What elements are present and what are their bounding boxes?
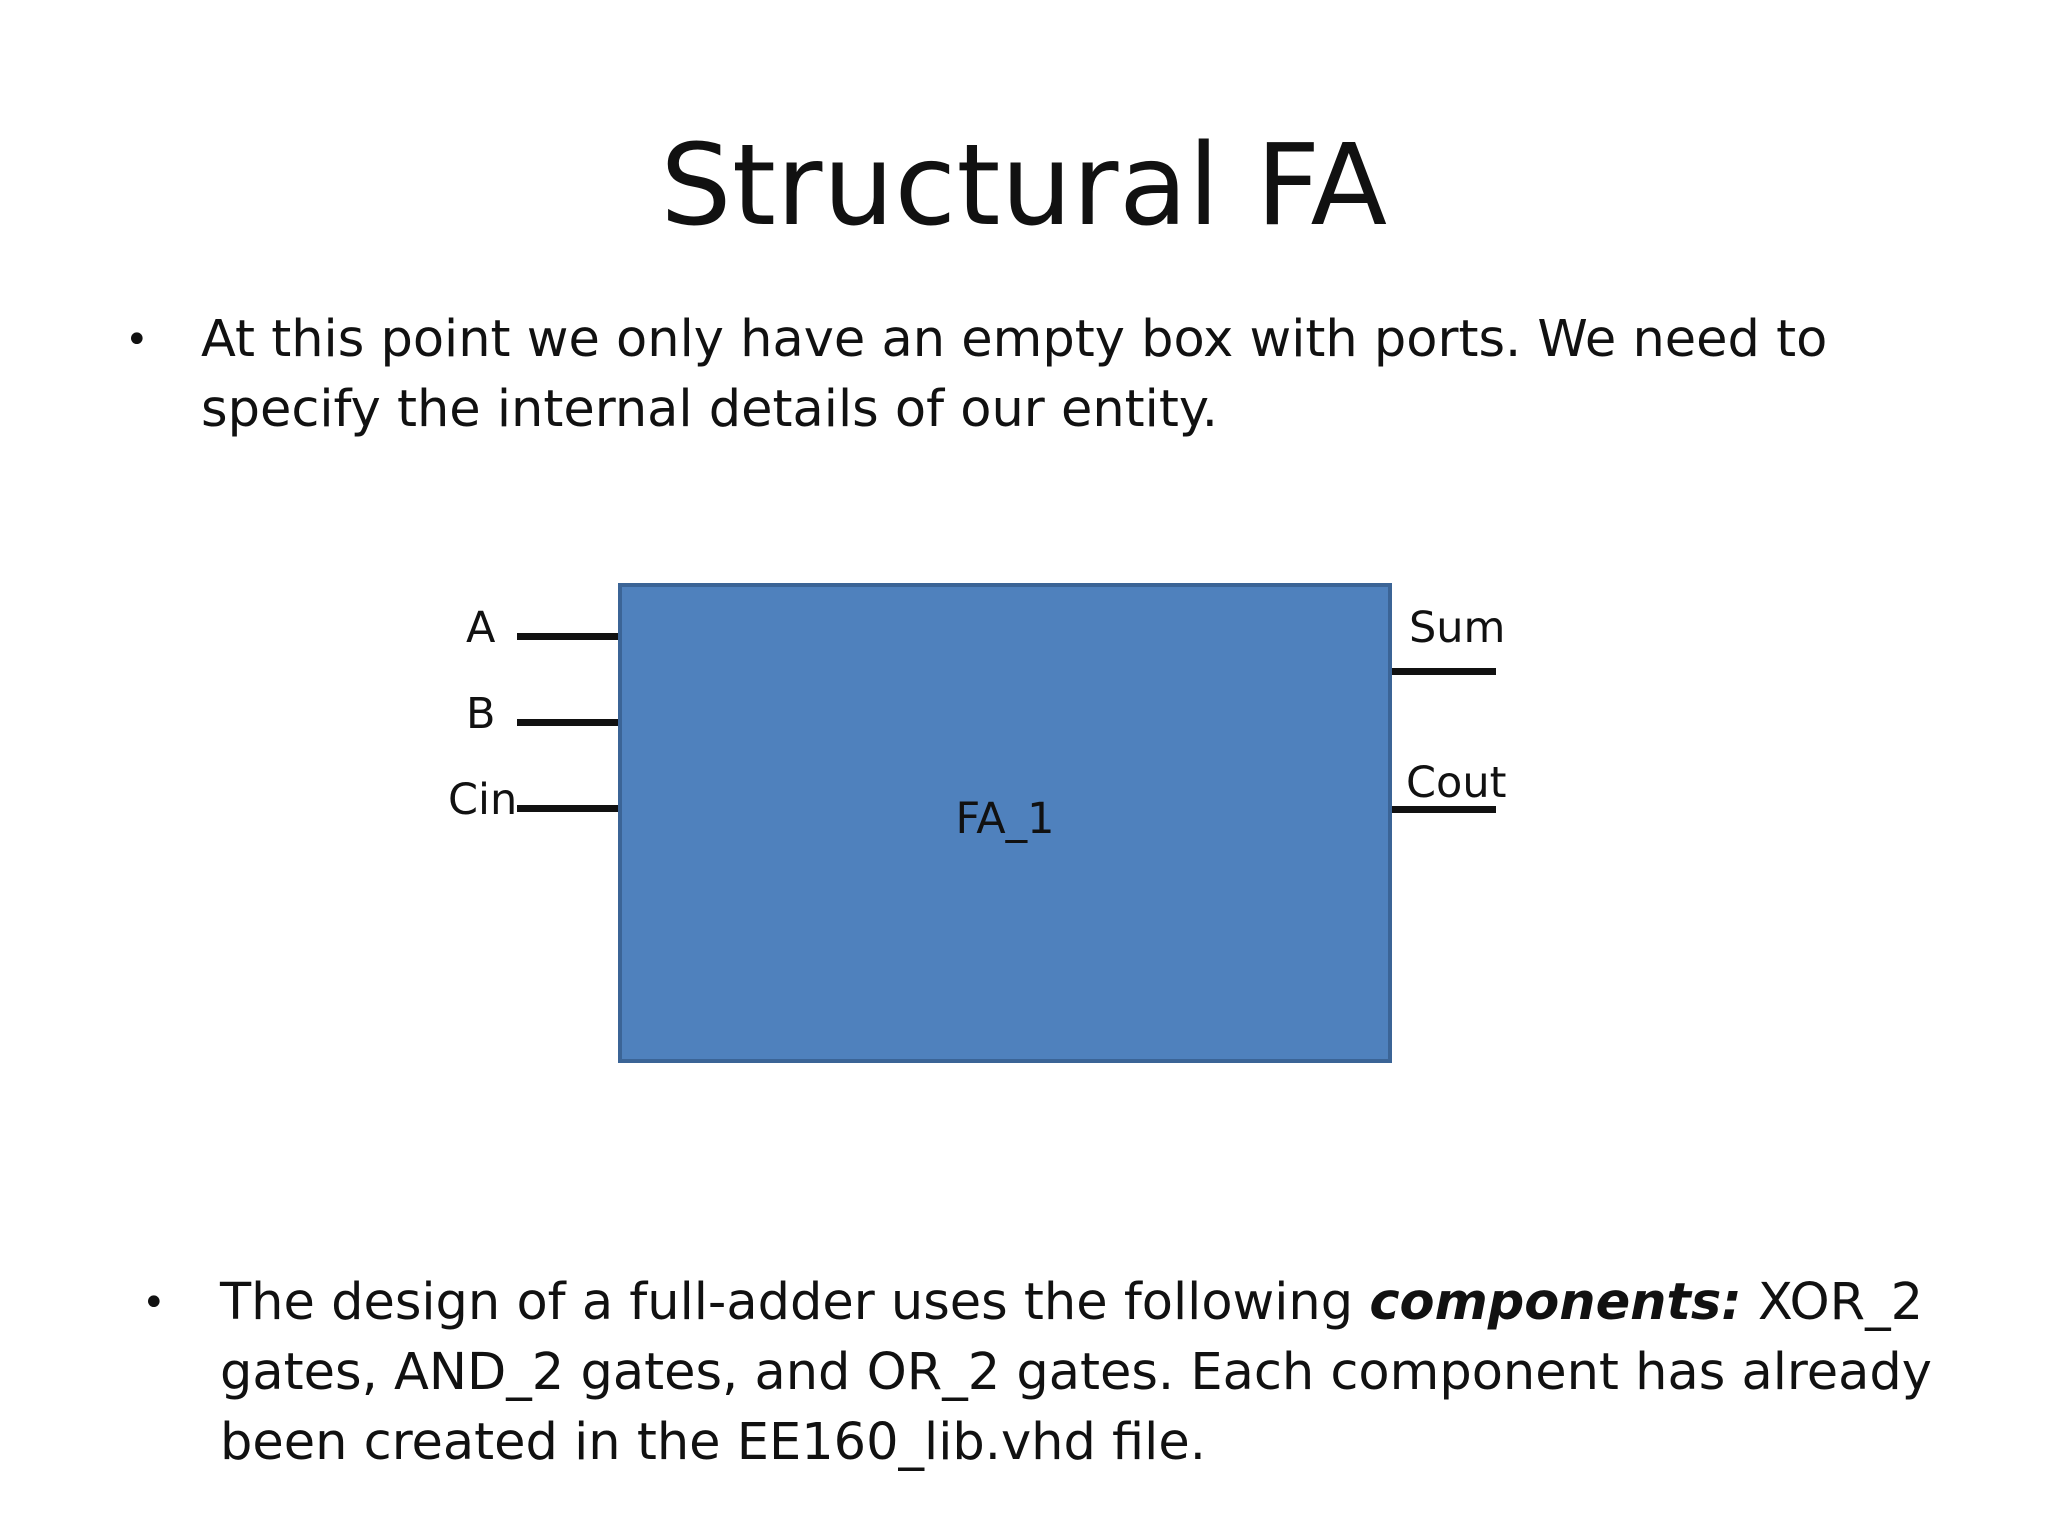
port-wire-a [517, 633, 618, 640]
bullet-emphasis: components: [1369, 1273, 1742, 1332]
entity-label: FA_1 [955, 794, 1055, 844]
bullet-text-part: The design of a full-adder uses the foll… [220, 1273, 1370, 1332]
bullet-point-1: • At this point we only have an empty bo… [125, 305, 1925, 455]
bullet-text-part: XOR_2 gates, AND_2 gates, and OR_2 gates… [220, 1273, 1932, 1472]
port-wire-sum [1392, 668, 1496, 675]
bullet-marker: • [125, 317, 149, 363]
entity-box: FA_1 [618, 583, 1392, 1063]
port-label-b: B [466, 689, 496, 739]
port-label-a: A [466, 603, 496, 653]
bullet-marker: • [142, 1280, 166, 1326]
port-wire-cin [517, 805, 618, 812]
port-wire-cout [1392, 806, 1496, 813]
bullet-point-2: • The design of a full-adder uses the fo… [142, 1268, 2002, 1488]
bullet-text: At this point we only have an empty box … [201, 310, 1828, 439]
port-wire-b [517, 719, 618, 726]
port-label-cout: Cout [1406, 758, 1507, 808]
port-label-sum: Sum [1409, 603, 1506, 653]
bullet-text: The design of a full-adder uses the foll… [220, 1268, 2010, 1478]
slide-title: Structural FA [660, 121, 1388, 251]
port-label-cin: Cin [448, 775, 518, 825]
